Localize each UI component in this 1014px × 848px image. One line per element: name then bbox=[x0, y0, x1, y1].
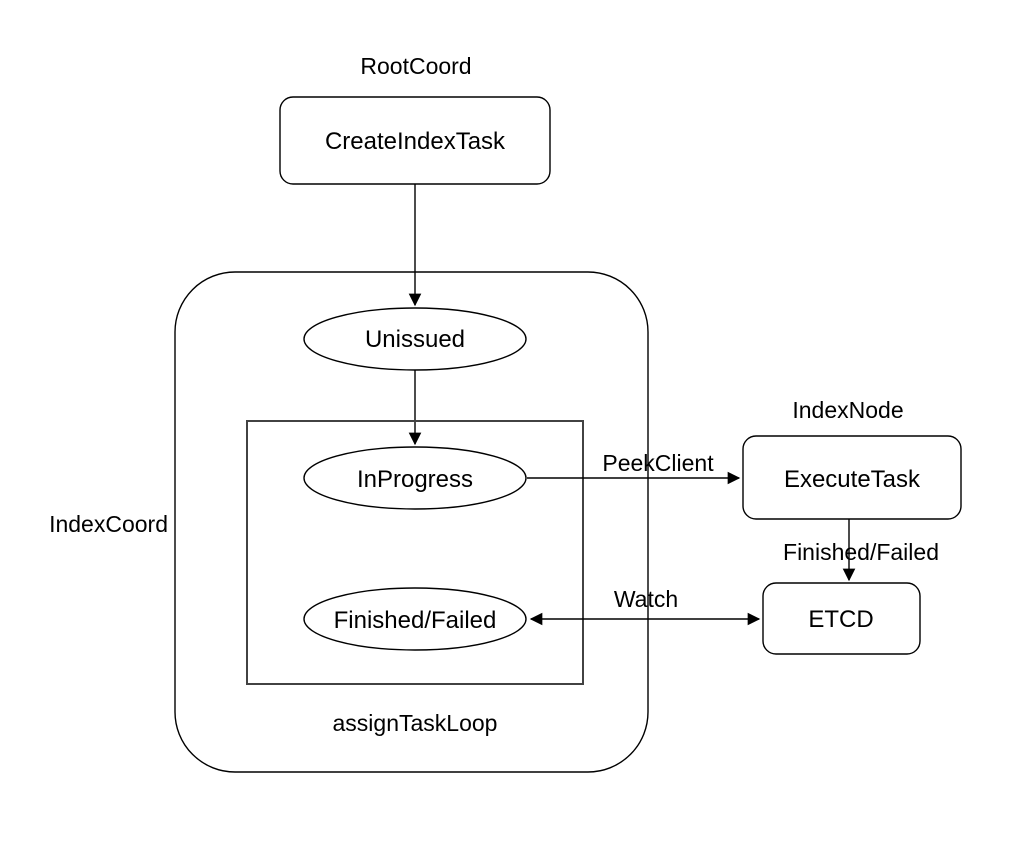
etcd-node bbox=[762, 582, 921, 655]
assign-task-loop-box bbox=[246, 420, 584, 685]
unissued-state-label: Unissued bbox=[365, 326, 465, 353]
finished-failed-edge-label: Finished/Failed bbox=[783, 539, 939, 565]
execute-task-label: ExecuteTask bbox=[784, 466, 921, 493]
finished-failed-state-label: Finished/Failed bbox=[334, 607, 497, 634]
indexcoord-container-box bbox=[174, 271, 649, 773]
execute-task-node bbox=[742, 435, 962, 520]
finished-failed-state-ellipse bbox=[303, 587, 527, 651]
rootcoord-group-label: RootCoord bbox=[360, 53, 471, 79]
inprogress-state-ellipse bbox=[303, 446, 527, 510]
etcd-label: ETCD bbox=[808, 606, 873, 633]
indexnode-group-label: IndexNode bbox=[792, 397, 903, 423]
inprogress-state-label: InProgress bbox=[357, 466, 473, 493]
indexcoord-group-label: IndexCoord bbox=[49, 511, 168, 537]
create-index-task-label: CreateIndexTask bbox=[325, 128, 506, 155]
watch-edge-label: Watch bbox=[614, 586, 678, 612]
assign-task-loop-label: assignTaskLoop bbox=[333, 710, 498, 736]
peekclient-edge-label: PeekClient bbox=[602, 450, 714, 476]
